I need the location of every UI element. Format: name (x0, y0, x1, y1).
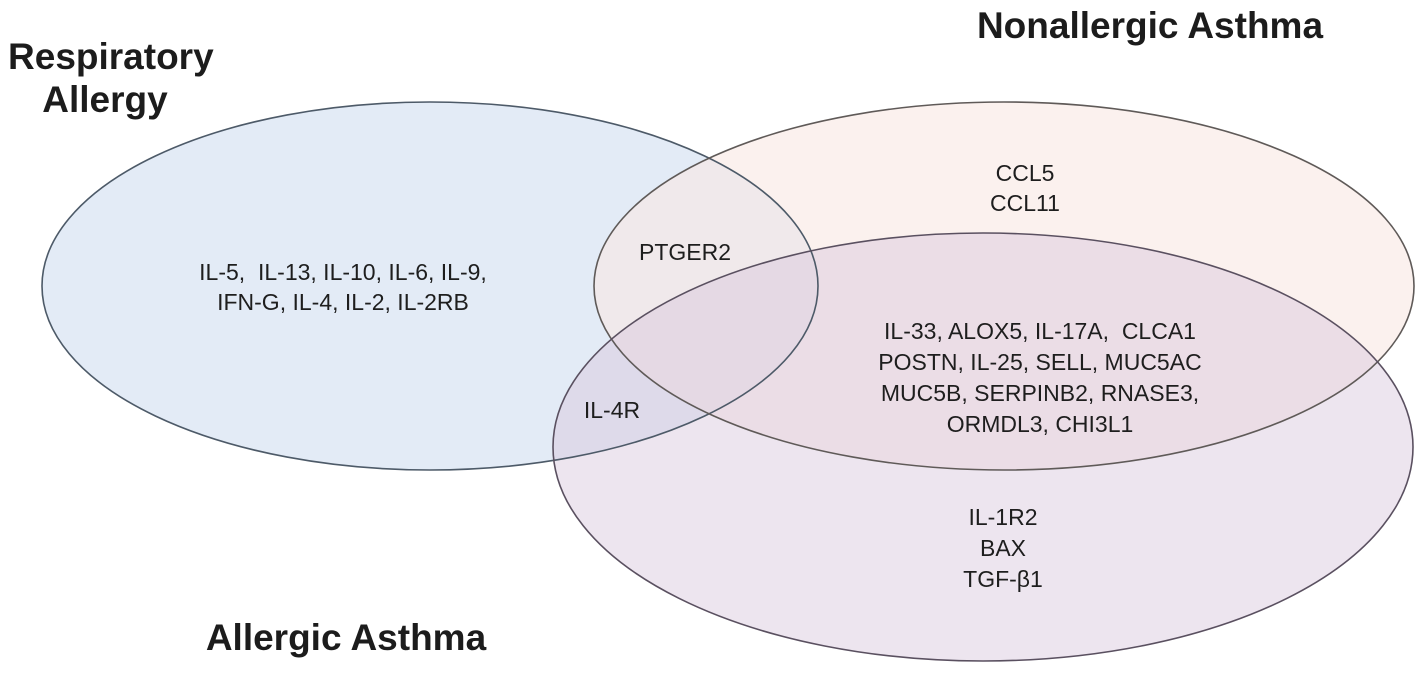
title-respiratory-allergy-line: Respiratory (8, 36, 214, 77)
region-line: IFN-G, IL-4, IL-2, IL-2RB (217, 289, 469, 315)
title-respiratory-allergy: Respiratory Allergy (8, 36, 224, 120)
region-line: IL-4R (584, 397, 640, 423)
ellipse-nonallergic-asthma (594, 102, 1414, 470)
region-line: CCL5 (996, 160, 1055, 186)
region-line: IL-1R2 (968, 504, 1037, 530)
region-line: TGF-β1 (963, 566, 1043, 592)
title-allergic-asthma: Allergic Asthma (206, 617, 487, 658)
region-respiratory-allergic: IL-4R (584, 397, 640, 423)
region-line: POSTN, IL-25, SELL, MUC5AC (878, 349, 1201, 375)
region-line: BAX (980, 535, 1026, 561)
region-line: MUC5B, SERPINB2, RNASE3, (881, 380, 1199, 406)
region-respiratory-allergy-only: IL-5, IL-13, IL-10, IL-6, IL-9, IFN-G, IL… (199, 259, 487, 315)
region-line: IL-33, ALOX5, IL-17A, CLCA1 (884, 318, 1196, 344)
ellipse-respiratory-allergy (42, 102, 818, 470)
region-line: CCL11 (990, 190, 1060, 216)
title-respiratory-allergy-line: Allergy (42, 79, 168, 120)
region-line: PTGER2 (639, 239, 731, 265)
outline-allergic-asthma (552, 232, 1414, 662)
title-nonallergic-asthma: Nonallergic Asthma (977, 5, 1324, 46)
region-respiratory-nonallergic: PTGER2 (639, 239, 731, 265)
outline-nonallergic-asthma (593, 101, 1415, 471)
outline-respiratory-allergy (41, 101, 819, 471)
region-line: IL-5, IL-13, IL-10, IL-6, IL-9, (199, 259, 487, 285)
region-line: ORMDL3, CHI3L1 (947, 411, 1134, 437)
ellipse-allergic-asthma (553, 233, 1413, 661)
